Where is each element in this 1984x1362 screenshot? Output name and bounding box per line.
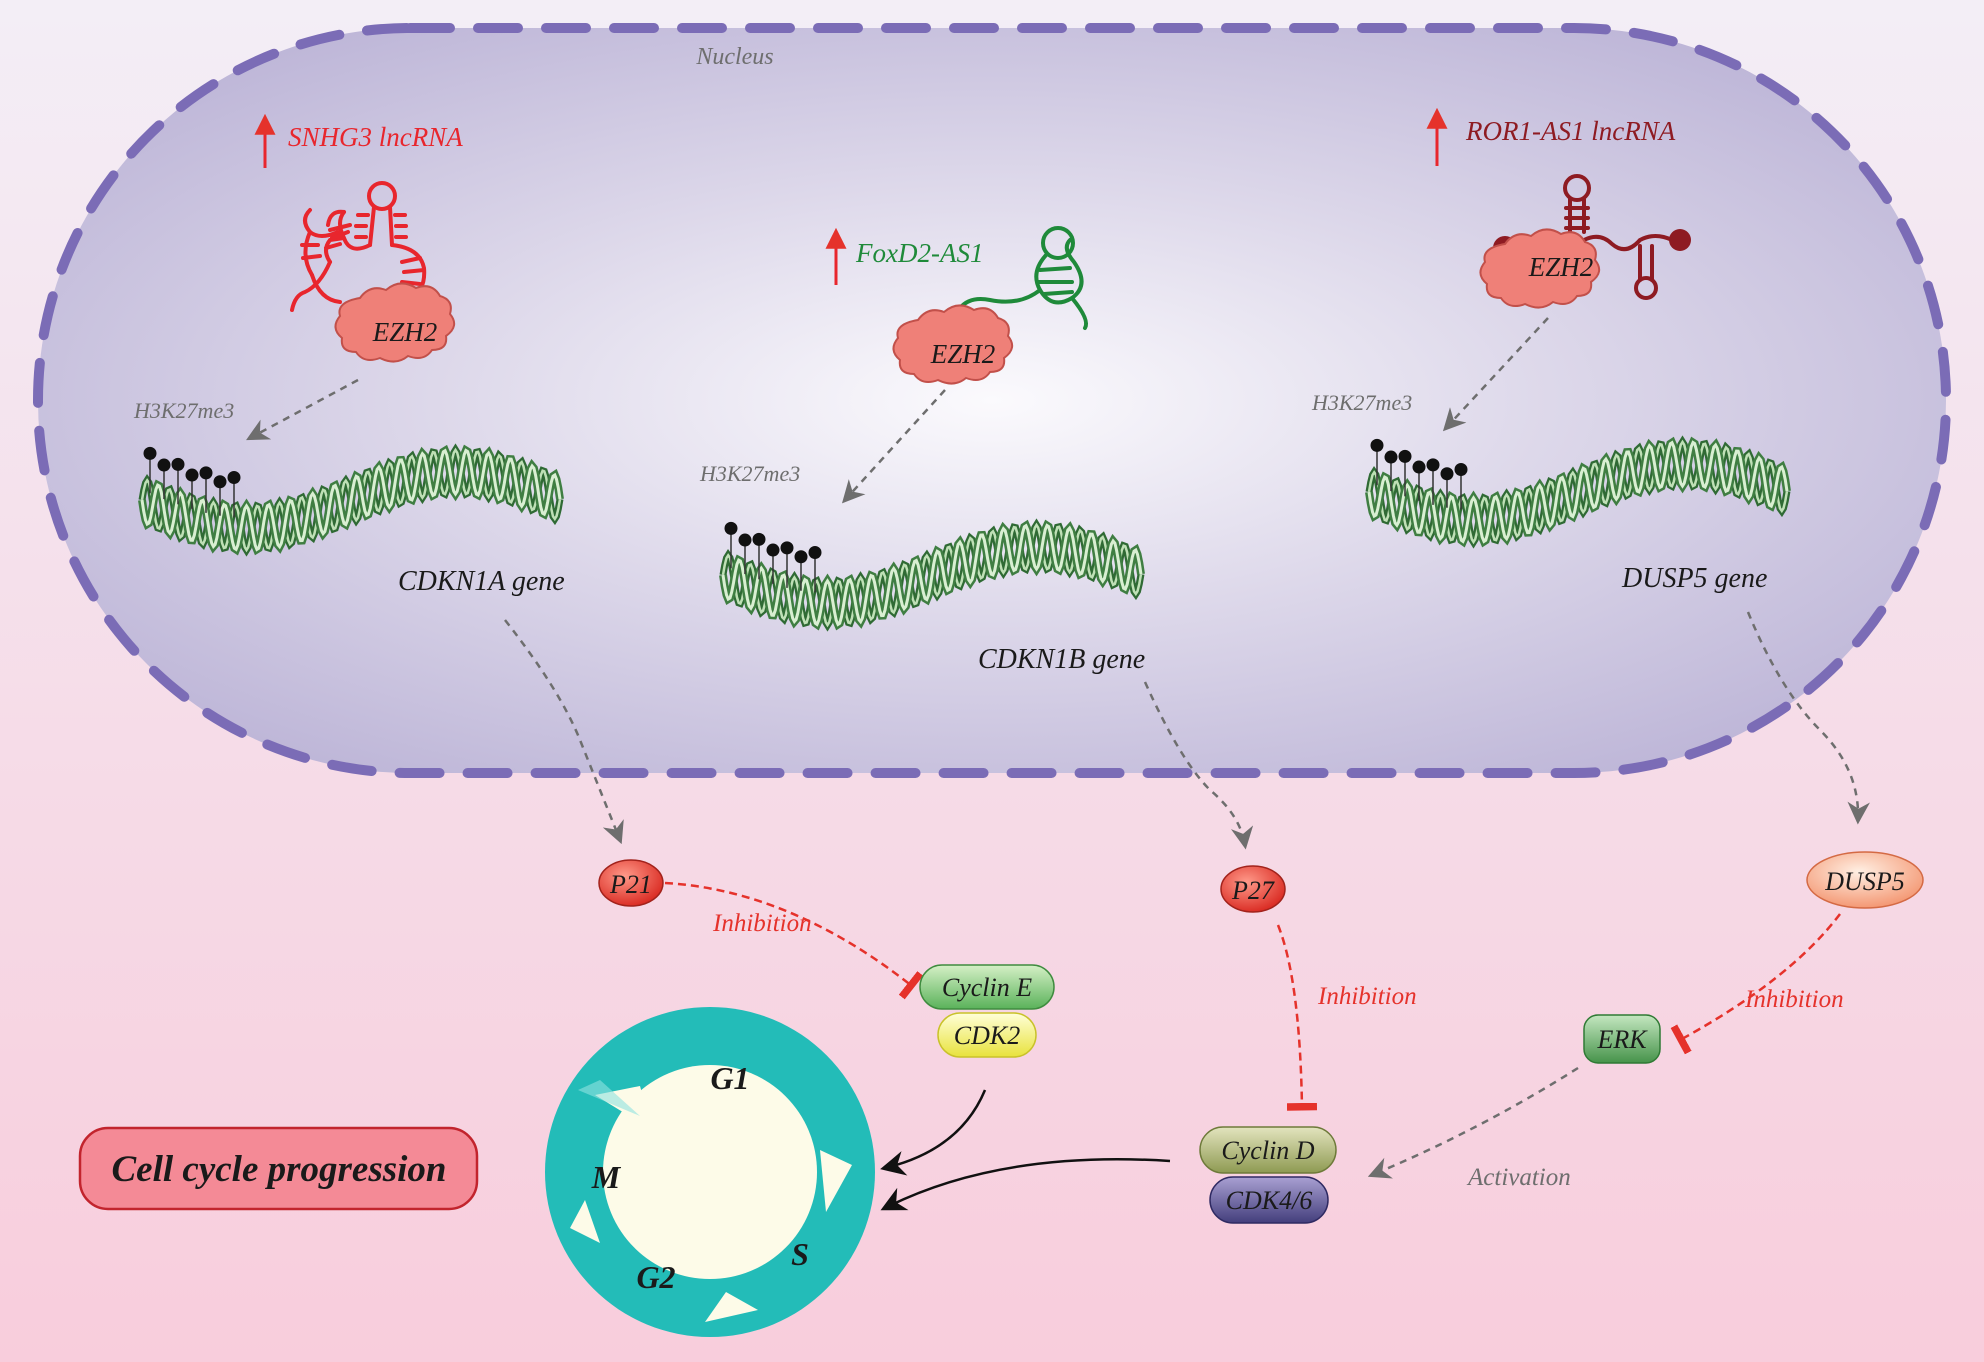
methyl-mark-icon <box>1426 458 1440 472</box>
gene-label-cdkn1a: CDKN1A gene <box>398 566 565 597</box>
ezh2-cloud <box>892 304 1014 385</box>
inhibition-label: Inhibition <box>712 910 812 937</box>
h3k27me3-label: H3K27me3 <box>133 398 234 423</box>
methyl-mark-icon <box>1412 460 1426 474</box>
erk-label: ERK <box>1596 1025 1648 1054</box>
methyl-mark-icon <box>143 446 157 460</box>
expression-arrow-dusp5 <box>1746 611 1870 825</box>
cell-cycle-badge <box>78 1126 479 1211</box>
methyl-mark-icon <box>808 545 822 559</box>
dna-helix-dusp5 <box>1365 435 1791 549</box>
erk-node <box>1583 1014 1661 1064</box>
snhg3-module: SNHG3 lncRNA EZH2 H3K27me3 <box>133 113 463 441</box>
gene-label-dusp5: DUSP5 gene <box>1621 563 1767 594</box>
cdk46-label: CDK4/6 <box>1226 1186 1313 1215</box>
lncrna-label: FoxD2-AS1 <box>855 238 983 268</box>
cdk2-label: CDK2 <box>954 1021 1020 1050</box>
snhg3-rna-structure-icon <box>290 181 427 312</box>
lncrna-label: SNHG3 lncRNA <box>288 122 463 152</box>
inhibition-label: Inhibition <box>1744 986 1844 1013</box>
ezh2-cloud <box>334 282 456 363</box>
rna-tail-icon <box>1669 229 1691 251</box>
methylation-arrow <box>841 389 946 504</box>
p27-label: P27 <box>1231 876 1275 905</box>
methyl-mark-icon <box>171 457 185 471</box>
dna-helix-cdkn1a <box>138 443 564 557</box>
methyl-mark-icon <box>1370 438 1384 452</box>
methyl-mark-icon <box>1398 449 1412 463</box>
phase-m: M <box>591 1159 622 1195</box>
gene-label-cdkn1b: CDKN1B gene <box>978 644 1145 675</box>
nucleus-label: Nucleus <box>695 44 773 70</box>
cdk46-to-cycle-arrow <box>880 1158 1171 1211</box>
inhibition-p21-cyclin-e <box>664 881 924 1000</box>
methyl-mark-icon <box>752 532 766 546</box>
cyclin-d-label: Cyclin D <box>1221 1136 1314 1165</box>
p27-node <box>1220 865 1286 913</box>
inhibition-label: Inhibition <box>1317 983 1417 1010</box>
ezh2-label: EZH2 <box>1528 252 1594 282</box>
dna-strand <box>140 448 562 552</box>
phase-g2: G2 <box>636 1259 675 1295</box>
methyl-mark-icon <box>1454 462 1468 476</box>
cdk2-node <box>937 1012 1037 1058</box>
methyl-mark-icon <box>766 543 780 557</box>
methyl-mark-icon <box>738 533 752 547</box>
methyl-mark-icon <box>1384 450 1398 464</box>
cyclin-e-label: Cyclin E <box>942 973 1032 1002</box>
cyclin-e-node <box>919 964 1055 1010</box>
h3k27me3-label: H3K27me3 <box>1311 390 1412 415</box>
cyclin-d-node <box>1199 1126 1337 1174</box>
dna-helix-cdkn1b <box>719 518 1145 632</box>
methyl-mark-icon <box>1440 467 1454 481</box>
cdk46-node <box>1209 1176 1329 1224</box>
dna-strand <box>1367 440 1789 544</box>
activation-erk-cyclin-d <box>1367 1066 1579 1179</box>
ezh2-label: EZH2 <box>372 317 438 347</box>
cell-cycle-title: Cell cycle progression <box>111 1149 446 1190</box>
inhibition-dusp5-erk <box>1670 913 1841 1055</box>
ezh2-cloud <box>1479 228 1601 309</box>
activation-label: Activation <box>1466 1164 1571 1191</box>
cdk2-to-cycle-arrow <box>880 1089 987 1176</box>
h3k27me3-label: H3K27me3 <box>699 461 800 486</box>
lncrna-label: ROR1-AS1 lncRNA <box>1465 116 1676 146</box>
expression-arrow-p27 <box>1143 681 1254 850</box>
foxd2-module: FoxD2-AS1 EZH2 H3K27me3 <box>699 226 1089 504</box>
ror1-module: ROR1-AS1 lncRNA EZH2 H3K27me3 <box>1311 107 1691 432</box>
p21-label: P21 <box>609 870 652 899</box>
methyl-mark-icon <box>157 458 171 472</box>
methyl-mark-icon <box>185 468 199 482</box>
phase-g1: G1 <box>710 1060 749 1096</box>
methyl-mark-icon <box>199 466 213 480</box>
phase-s: S <box>791 1236 809 1272</box>
cell-cycle-ring <box>545 1007 875 1337</box>
nucleus-membrane <box>33 23 1951 778</box>
dusp5-label: DUSP5 <box>1824 867 1904 896</box>
methyl-mark-icon <box>724 521 738 535</box>
p21-node <box>598 859 664 907</box>
dna-strand <box>721 523 1143 627</box>
methyl-mark-icon <box>227 470 241 484</box>
inhibition-p27-cyclin-d <box>1276 924 1318 1111</box>
dusp5-node <box>1806 851 1924 909</box>
methyl-mark-icon <box>780 541 794 555</box>
ezh2-label: EZH2 <box>930 339 996 369</box>
methyl-mark-icon <box>213 475 227 489</box>
methyl-mark-icon <box>794 550 808 564</box>
